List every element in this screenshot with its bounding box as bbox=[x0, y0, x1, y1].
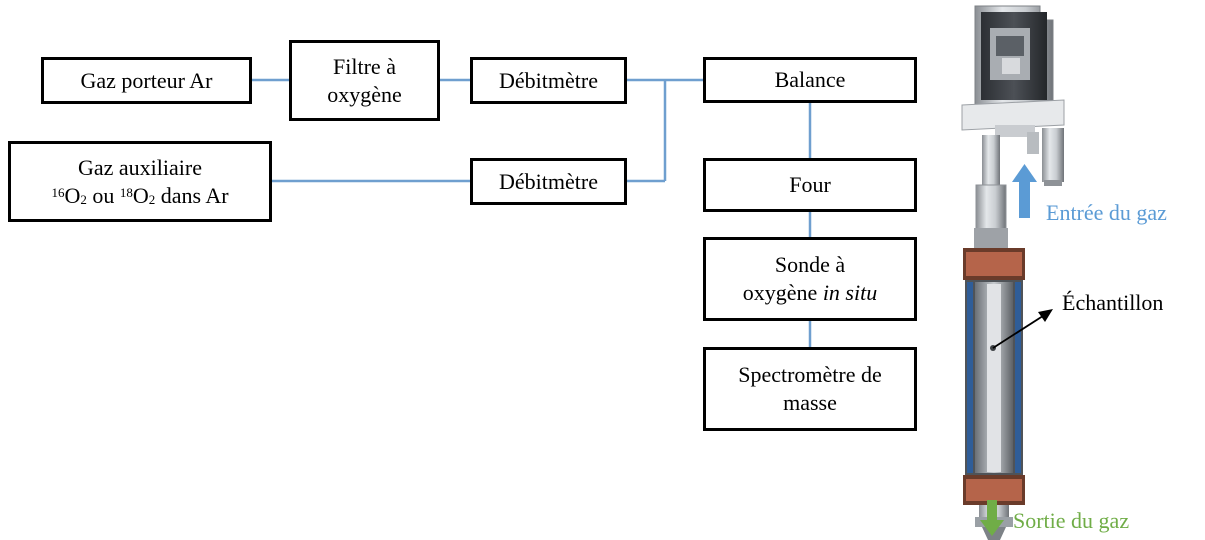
auxiliary-gas-line2: 16O2 ou 18O2 dans Ar bbox=[51, 182, 229, 208]
balance-box: Balance bbox=[703, 57, 917, 103]
oxygen-probe-box: Sonde à oxygène in situ bbox=[703, 237, 917, 321]
gas-inlet-arrow bbox=[1012, 164, 1037, 218]
thermobalance-apparatus-image bbox=[961, 5, 1065, 540]
flowmeter-bottom-label: Débitmètre bbox=[499, 168, 598, 194]
balance-label: Balance bbox=[774, 67, 846, 92]
gas-outlet-label: Sortie du gaz bbox=[1013, 508, 1130, 533]
gas-outlet-arrow bbox=[980, 500, 1004, 536]
carrier-gas-box: Gaz porteur Ar bbox=[41, 57, 252, 104]
oxygen-probe-line1: Sonde à bbox=[774, 252, 846, 277]
mass-spectrometer-line2: masse bbox=[783, 390, 837, 415]
flowmeter-top-label: Débitmètre bbox=[499, 67, 598, 93]
auxiliary-gas-line1: Gaz auxiliaire bbox=[77, 154, 202, 180]
flowmeter-bottom-box: Débitmètre bbox=[470, 158, 627, 205]
carrier-gas-label: Gaz porteur Ar bbox=[80, 67, 213, 93]
oxygen-filter-line2: oxygène bbox=[327, 81, 402, 107]
mass-spectrometer-box: Spectromètre de masse bbox=[703, 347, 917, 431]
sample-pointer-arrow bbox=[992, 309, 1053, 349]
oxygen-filter-box: Filtre à oxygène bbox=[289, 40, 440, 121]
oxygen-filter-line1: Filtre à bbox=[333, 53, 396, 79]
sample-label: Échantillon bbox=[1062, 290, 1164, 315]
flowmeter-top-box: Débitmètre bbox=[470, 57, 627, 104]
furnace-label: Four bbox=[789, 172, 831, 197]
furnace-drawing bbox=[963, 248, 1025, 505]
auxiliary-gas-box: Gaz auxiliaire 16O2 ou 18O2 dans Ar bbox=[8, 141, 272, 222]
balance-head-drawing bbox=[961, 5, 1065, 186]
oxygen-probe-line2: oxygène in situ bbox=[742, 280, 878, 305]
mass-spectrometer-line1: Spectromètre de bbox=[738, 362, 882, 387]
furnace-box: Four bbox=[703, 158, 917, 212]
gas-inlet-label: Entrée du gaz bbox=[1046, 200, 1167, 225]
